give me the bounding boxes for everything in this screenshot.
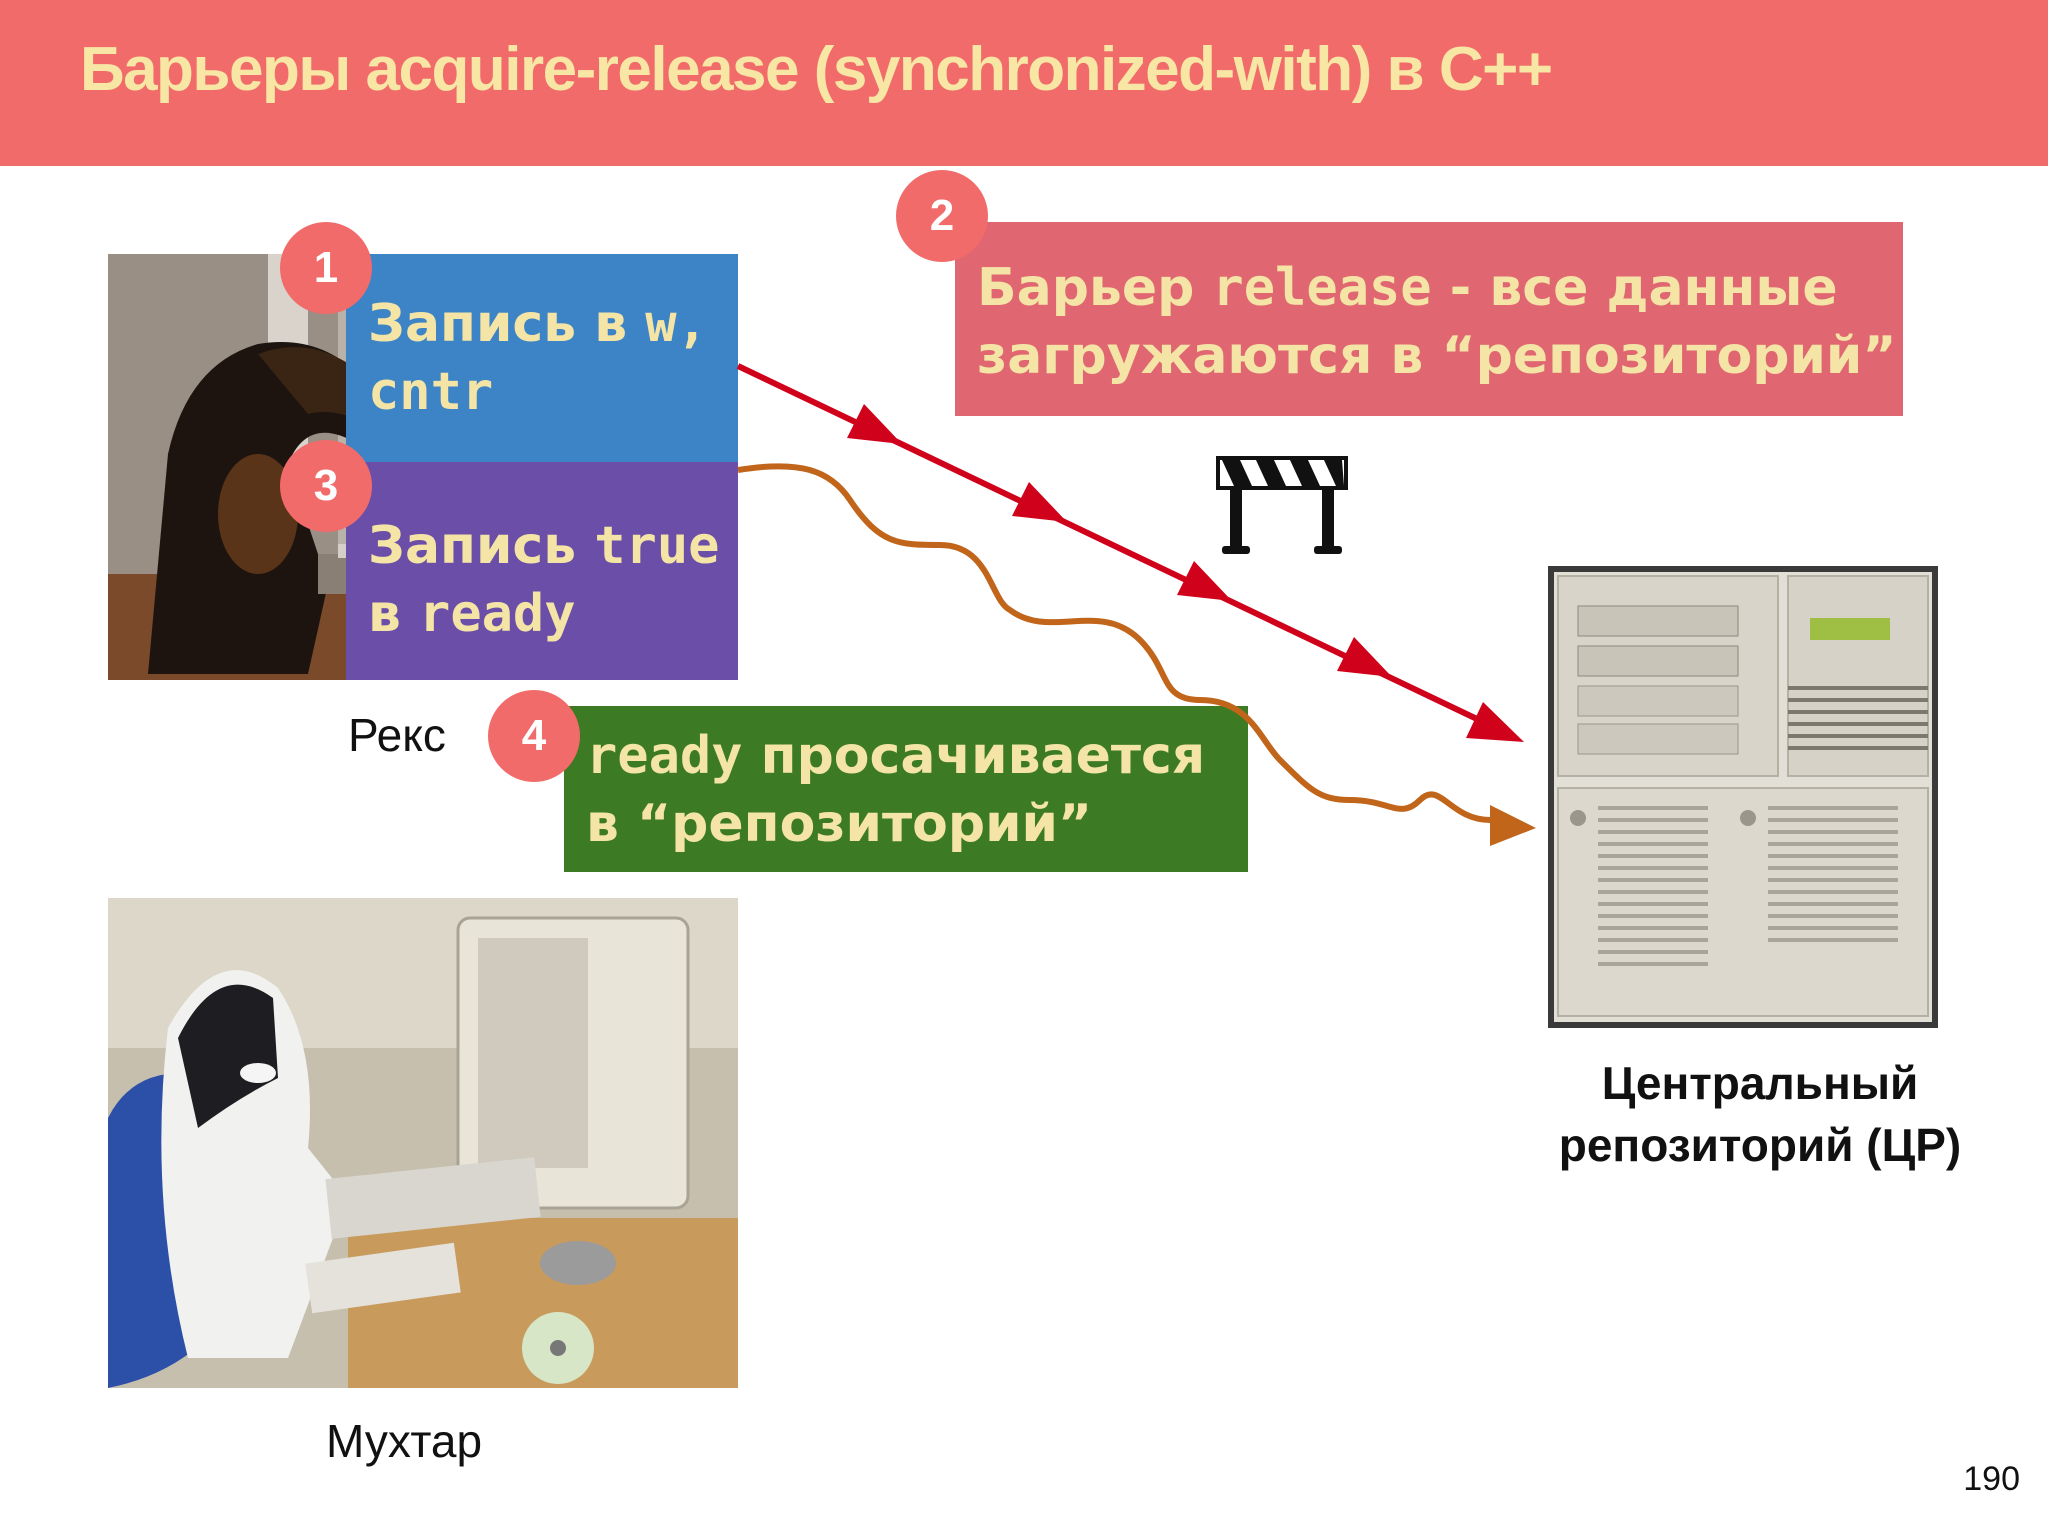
step-4-line1-code: ready bbox=[586, 726, 743, 786]
server-photo bbox=[1548, 566, 1938, 1028]
step-2-badge: 2 bbox=[896, 170, 988, 262]
step-1-line1-text: Запись в bbox=[368, 294, 646, 354]
release-arrow-head-4 bbox=[1337, 637, 1392, 677]
step-4-box: ready просачивается в “репозиторий” bbox=[564, 706, 1248, 872]
release-arrow-head-3 bbox=[1177, 561, 1232, 601]
ready-leak-arrow-head bbox=[1490, 805, 1536, 846]
rex-label: Рекс bbox=[348, 709, 446, 761]
step-4-badge: 4 bbox=[488, 690, 580, 782]
step-3-box: Запись true в ready bbox=[346, 462, 738, 680]
step-2-line2: загружаются в “репозиторий” bbox=[977, 326, 1897, 386]
step-2-line1: Барьер release - все данные bbox=[977, 254, 1903, 322]
step-3-badge: 3 bbox=[280, 440, 372, 532]
step-4-line1-text: просачивается bbox=[742, 726, 1206, 786]
mukhtar-photo bbox=[108, 898, 738, 1388]
road-barrier-icon bbox=[1216, 456, 1348, 554]
repository-label-line1: Центральный bbox=[1601, 1057, 1919, 1109]
step-4-line1: ready просачивается bbox=[586, 722, 1248, 790]
step-1-line1-code: w, bbox=[645, 294, 708, 354]
step-3-line2: в ready bbox=[368, 580, 738, 648]
page-number: 190 bbox=[1963, 1460, 2020, 1498]
step-2-line1-code: release bbox=[1212, 258, 1432, 318]
step-4-line2: в “репозиторий” bbox=[586, 794, 1093, 854]
step-3-line2-text: в bbox=[368, 584, 420, 644]
release-arrow-head-end bbox=[1466, 702, 1524, 742]
step-1-box: Запись в w, cntr bbox=[346, 254, 738, 464]
step-3-line1: Запись true bbox=[368, 512, 738, 580]
repository-label-line2: репозиторий (ЦР) bbox=[1558, 1119, 1962, 1171]
step-2-line1-text-b: - все данные bbox=[1431, 258, 1838, 318]
step-3-line1-code: true bbox=[594, 516, 720, 576]
step-1-line1: Запись в w, bbox=[368, 290, 738, 358]
release-arrow-head-2 bbox=[1012, 482, 1067, 522]
step-1-badge: 1 bbox=[280, 222, 372, 314]
step-2-line1-text-a: Барьер bbox=[977, 258, 1213, 318]
step-2-box: Барьер release - все данные загружаются … bbox=[955, 222, 1903, 416]
ready-leak-arrow bbox=[737, 463, 1491, 823]
repository-label: Центральный репозиторий (ЦР) bbox=[1500, 1052, 2020, 1176]
step-3-line1-text: Запись bbox=[368, 516, 595, 576]
step-1-line2: cntr bbox=[368, 362, 494, 422]
mukhtar-label: Мухтар bbox=[326, 1415, 483, 1467]
release-arrow-head-1 bbox=[847, 404, 902, 444]
slide-title: Барьеры acquire-release (synchronized-wi… bbox=[80, 35, 1553, 104]
title-bar: Барьеры acquire-release (synchronized-wi… bbox=[0, 0, 2048, 166]
step-3-line2-code: ready bbox=[419, 584, 576, 644]
